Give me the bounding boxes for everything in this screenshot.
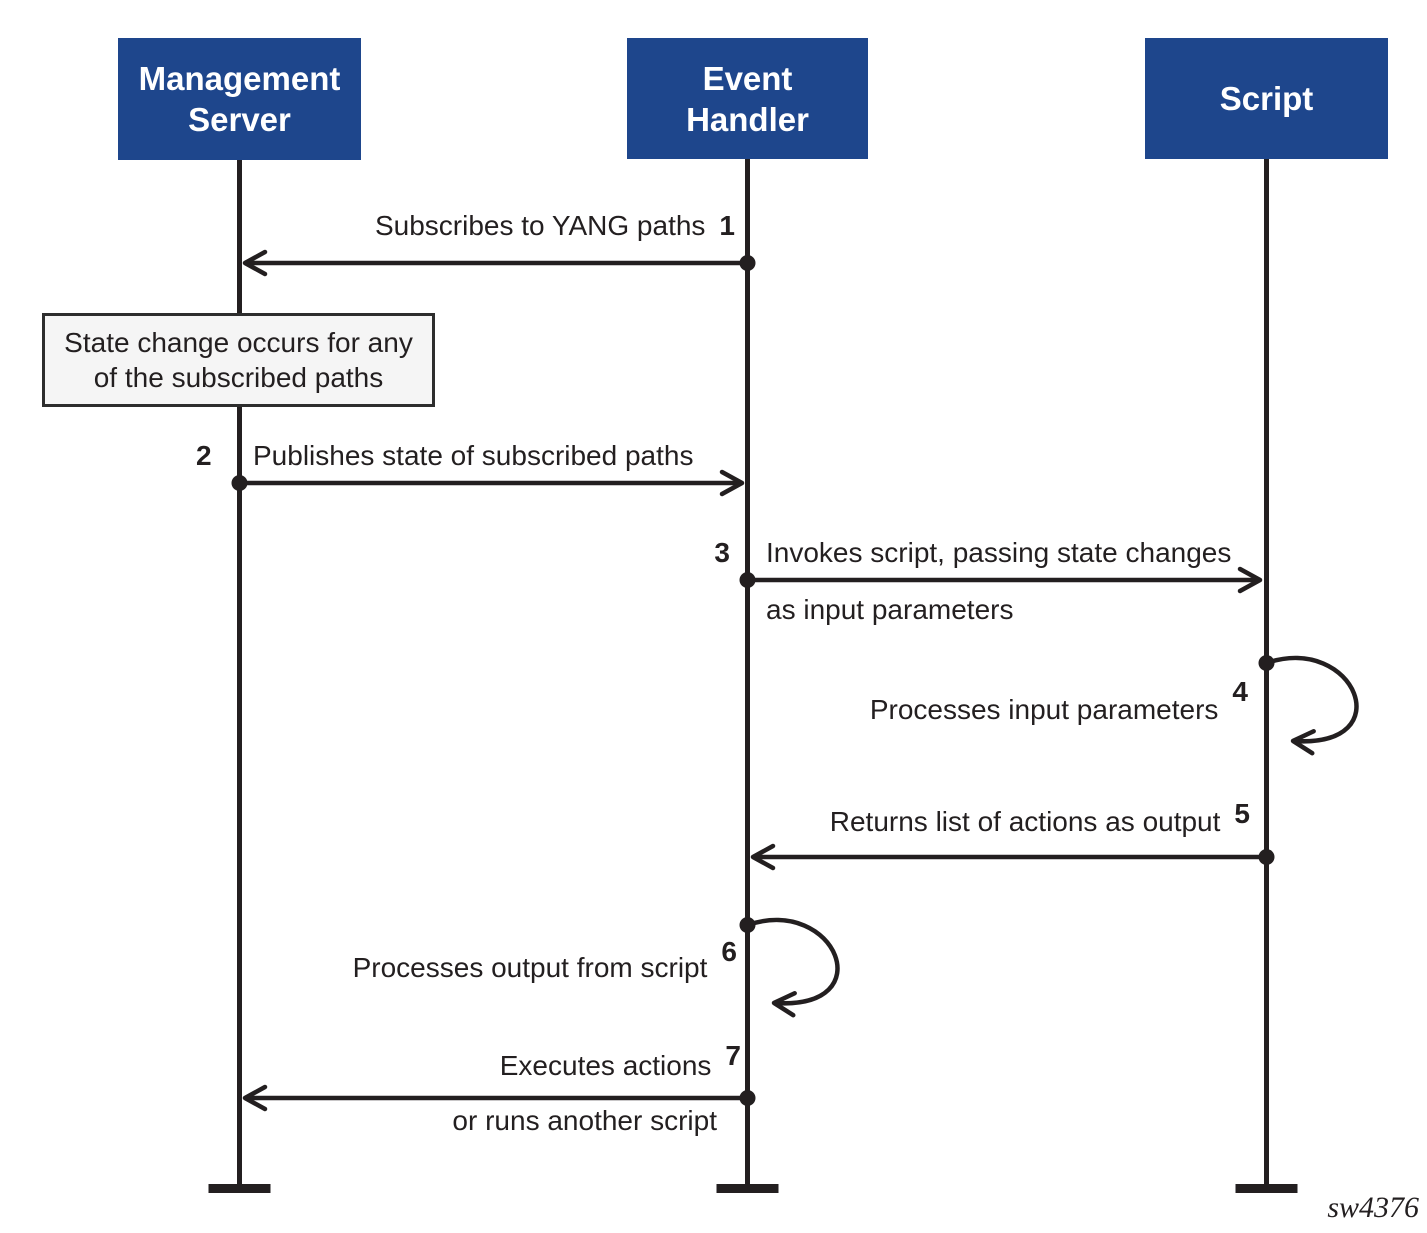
message-3-text: Invokes script, passing state changes <box>766 537 1232 568</box>
message-1-number: 1 <box>719 210 735 241</box>
actor-event-handler: Event Handler <box>627 38 868 159</box>
actor-label-line: Event <box>702 59 793 97</box>
actor-label-line: Handler <box>686 100 809 138</box>
message-6-text: Processes output from script <box>352 952 708 983</box>
arrow-6-self-loop-handler <box>746 917 840 1018</box>
message-7-label: Executes actions 7 <box>499 1040 741 1083</box>
note-line-2: of the subscribed paths <box>93 362 384 393</box>
arrow-6-origin-dot <box>739 917 756 933</box>
terminator-event-handler <box>716 1184 779 1193</box>
message-6-number: 6 <box>721 936 737 967</box>
message-1-text: Subscribes to YANG paths <box>374 210 706 241</box>
message-4-number: 4 <box>1232 676 1248 707</box>
arrow-4-origin-dot <box>1258 655 1275 671</box>
note-line-1: State change occurs for any <box>64 327 413 358</box>
message-5-number: 5 <box>1234 798 1250 829</box>
arrow-1-origin-dot <box>739 255 756 271</box>
message-2-number: 2 <box>196 440 212 471</box>
actor-script: Script <box>1145 38 1388 159</box>
arrow-4-self-loop-script <box>1265 655 1359 756</box>
message-5-text: Returns list of actions as output <box>829 806 1221 837</box>
message-7-text: Executes actions <box>499 1050 712 1081</box>
actor-label-line: Script <box>1219 80 1314 117</box>
actor-label-line: Server <box>188 101 291 138</box>
arrow-3-origin-dot <box>739 572 756 588</box>
message-3-text-line2: as input parameters <box>766 594 1014 625</box>
arrow-7-origin-dot <box>739 1090 756 1106</box>
message-6-label: Processes output from script 6 <box>352 936 737 985</box>
actor-management-server: Management Server <box>118 38 361 160</box>
message-4-text: Processes input parameters <box>869 694 1219 725</box>
message-7-number: 7 <box>725 1040 741 1071</box>
figure-watermark: sw4376 <box>1327 1191 1419 1224</box>
arrow-2-origin-dot <box>231 475 248 491</box>
arrow-5-origin-dot <box>1258 849 1275 865</box>
message-2-text: Publishes state of subscribed paths <box>253 440 694 471</box>
terminator-script <box>1235 1184 1298 1193</box>
message-4-label: Processes input parameters 4 <box>869 676 1248 727</box>
actor-label-line: Management <box>138 60 341 97</box>
message-1-label: Subscribes to YANG paths 1 <box>375 209 735 243</box>
message-3-number: 3 <box>714 537 730 568</box>
terminator-management-server <box>208 1184 271 1193</box>
message-5-label: Returns list of actions as output 5 <box>829 798 1250 839</box>
note-state-change: State change occurs for any of the subsc… <box>42 313 435 407</box>
message-7-text-line2: or runs another script <box>452 1105 717 1136</box>
